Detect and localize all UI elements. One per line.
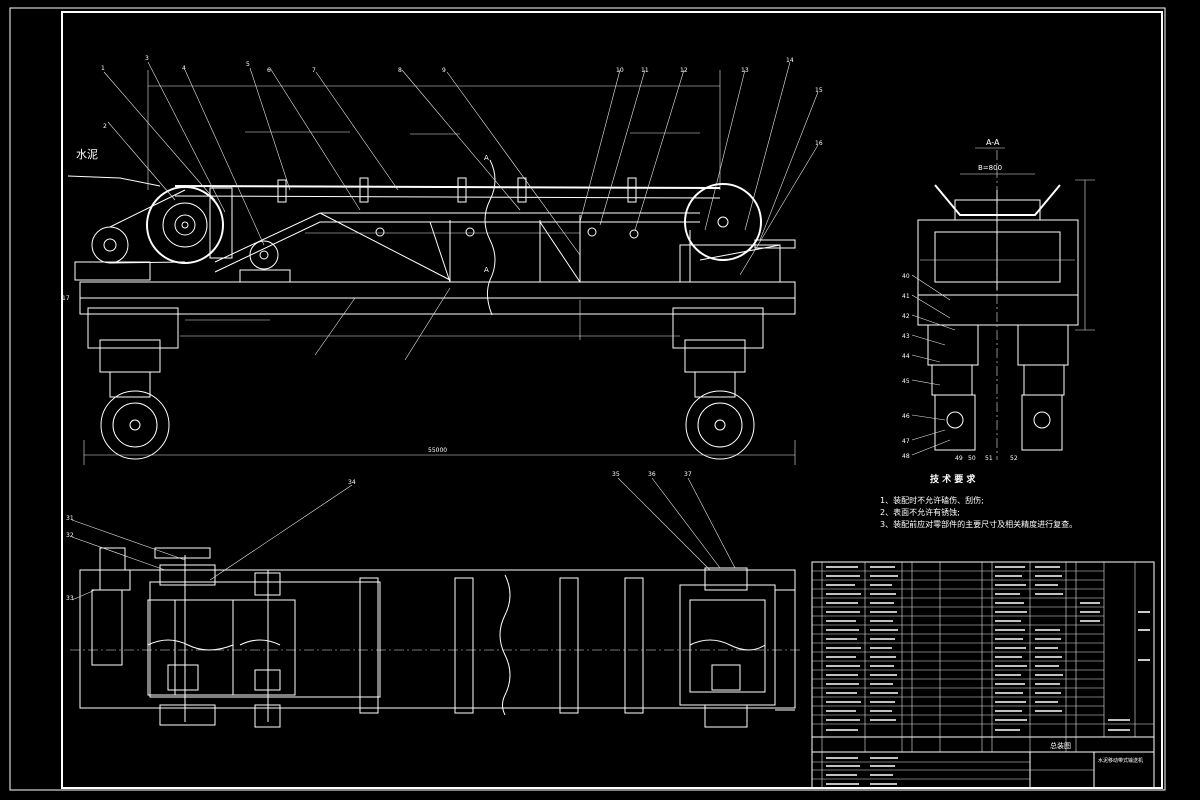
- tech-item-1: 1、装配时不允许磕伤、刮伤;: [880, 495, 984, 505]
- tech-item-3: 3、装配前应对零部件的主要尺寸及相关精度进行复查。: [880, 519, 1077, 529]
- outer-frame: [9, 7, 1166, 791]
- tech-requirements: 技 术 要 求 1、装配时不允许磕伤、刮伤; 2、表面不允许有锈蚀; 3、装配前…: [880, 473, 1077, 529]
- sec-callout-52: 52: [1010, 455, 1018, 462]
- callout-17: 17: [62, 295, 70, 302]
- plan-callout-34: 34: [348, 479, 356, 486]
- plan-callout-32: 32: [66, 532, 74, 539]
- sec-callout-45: 45: [902, 378, 910, 385]
- sec-callout-50: 50: [968, 455, 976, 462]
- plan-callout-33: 33: [66, 595, 74, 602]
- callout-1: 1: [101, 65, 105, 72]
- callout-8: 8: [398, 67, 402, 74]
- break-line: [484, 159, 496, 316]
- callout-5: 5: [246, 61, 250, 68]
- section-leaders: [911, 274, 956, 456]
- inner-frame: [61, 11, 1163, 789]
- callout-6: 6: [267, 67, 271, 74]
- belt-top: [174, 185, 721, 189]
- bom-table: 总装图 水泥移动带式输送机: [811, 561, 1155, 789]
- section-callout-numbers: 40 41 42 43 44 45 46 47 48 49 50 51 52: [902, 273, 1018, 462]
- plan-callout-35: 35: [612, 471, 620, 478]
- callout-14: 14: [786, 57, 794, 64]
- sec-callout-48: 48: [902, 453, 910, 460]
- wheel-left: [87, 307, 179, 460]
- callout-leaders: [103, 61, 819, 361]
- tech-title: 技 术 要 求: [930, 473, 976, 485]
- tail-pulley: [684, 183, 762, 261]
- tech-item-2: 2、表面不允许有锈蚀;: [880, 507, 960, 517]
- drive-pulley: [146, 186, 224, 264]
- section-title: A-A: [986, 138, 1000, 147]
- side-view-callout-numbers: 1 2 3 4 5 6 7 8 9 10 11 12 13 14 15 16 1…: [62, 55, 823, 302]
- sec-callout-47: 47: [902, 438, 910, 445]
- sec-callout-41: 41: [902, 293, 910, 300]
- carrying-idlers: [277, 177, 639, 239]
- project-name: 水泥移动带式输送机: [1098, 757, 1143, 764]
- belt-width-label: B=800: [978, 164, 1002, 172]
- section-marker-bottom: A: [484, 266, 489, 274]
- callout-15: 15: [815, 87, 823, 94]
- tension-pulley: [249, 240, 279, 270]
- plan-callout-36: 36: [648, 471, 656, 478]
- callout-13: 13: [741, 67, 749, 74]
- sec-callout-42: 42: [902, 313, 910, 320]
- sec-callout-51: 51: [985, 455, 993, 462]
- wheel-right: [672, 307, 764, 460]
- plan-callout-numbers: 31 32 33 34 35 36 37: [66, 471, 692, 602]
- motor: [91, 589, 123, 666]
- overall-length: 55000: [428, 447, 447, 454]
- plan-callout-31: 31: [66, 515, 74, 522]
- plan-callout-37: 37: [684, 471, 692, 478]
- callout-16: 16: [815, 140, 823, 147]
- material-label: 水泥: [76, 148, 98, 161]
- side-view: 1 2 3 4 5 6 7 8 9 10 11 12 13 14 15 16 1…: [62, 55, 823, 465]
- callout-9: 9: [442, 67, 446, 74]
- callout-12: 12: [680, 67, 688, 74]
- drawing-name: 总装图: [1050, 741, 1071, 750]
- callout-2: 2: [103, 123, 107, 130]
- bom-cell-text: [826, 566, 1150, 785]
- callout-7: 7: [312, 67, 316, 74]
- section-marker-top: A: [484, 154, 489, 162]
- callout-10: 10: [616, 67, 624, 74]
- callout-4: 4: [182, 65, 186, 72]
- callout-11: 11: [641, 67, 649, 74]
- sec-callout-49: 49: [955, 455, 963, 462]
- callout-3: 3: [145, 55, 149, 62]
- section-view: A-A B=800: [902, 138, 1095, 462]
- motor-pulley: [91, 226, 129, 264]
- sec-callout-46: 46: [902, 413, 910, 420]
- plan-view: 31 32 33 34 35 36 37: [66, 471, 800, 728]
- bom-rows: [812, 570, 1154, 780]
- sec-callout-40: 40: [902, 273, 910, 280]
- sec-callout-44: 44: [902, 353, 910, 360]
- sec-callout-43: 43: [902, 333, 910, 340]
